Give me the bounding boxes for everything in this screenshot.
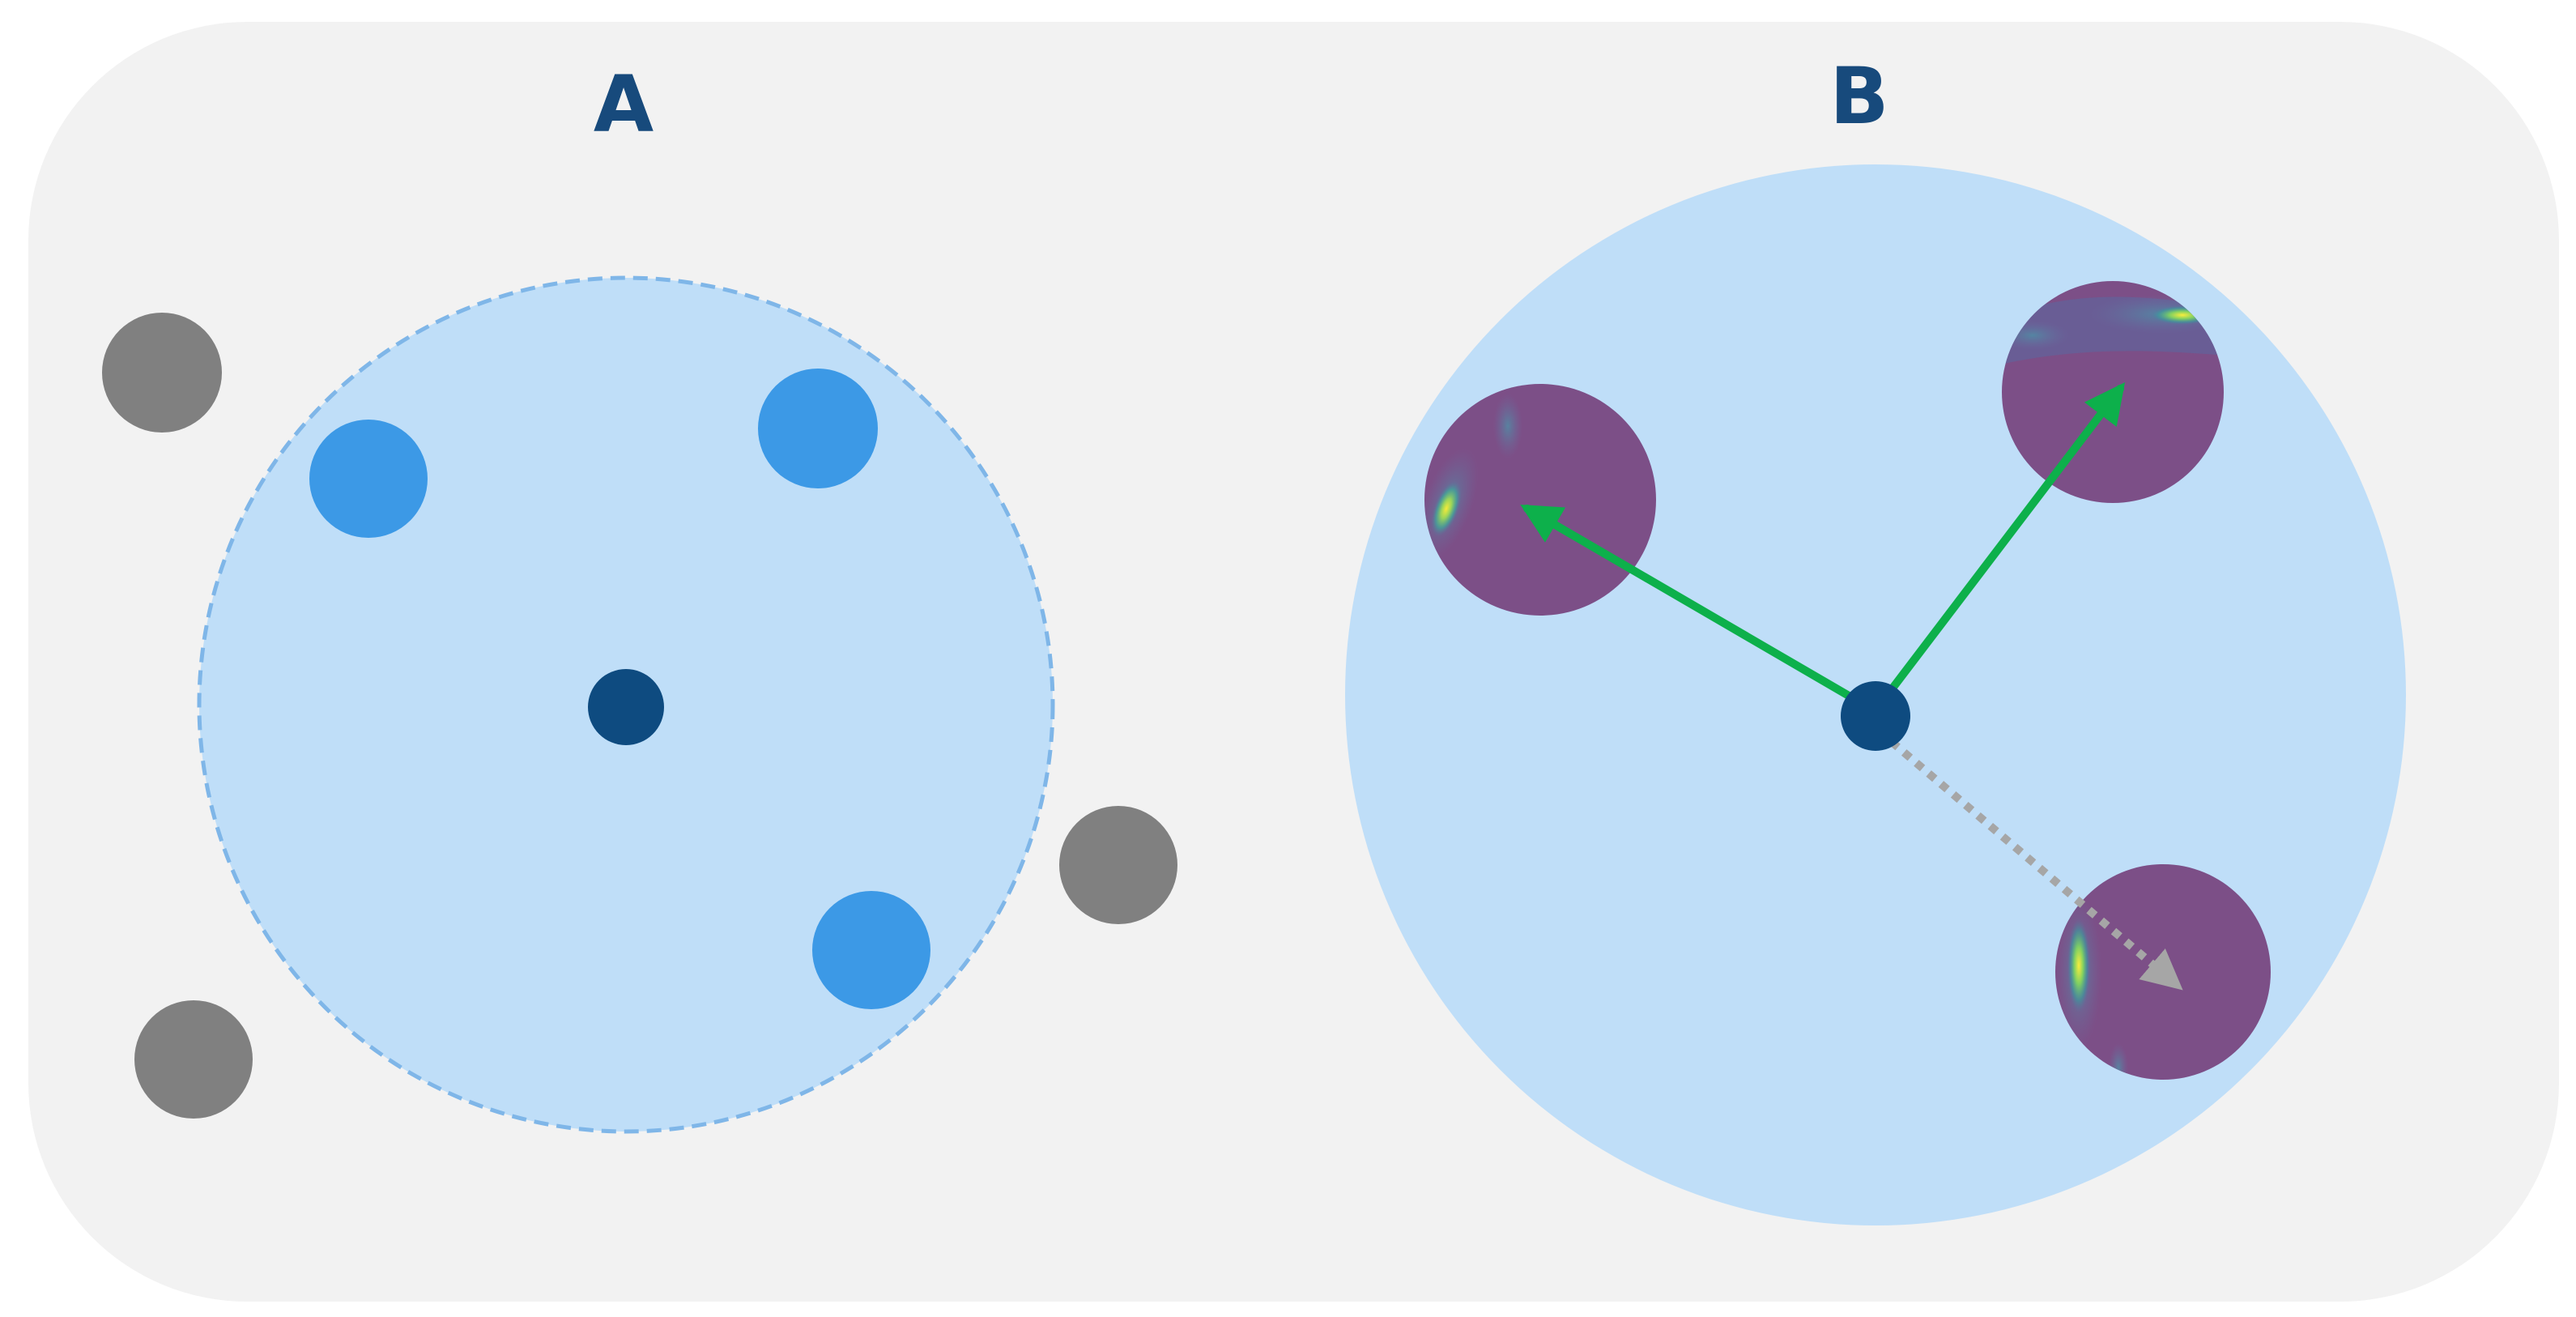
panel-b-rejected-arrow [1888,739,2183,991]
panel-a-neighbor-point-3 [812,891,930,1009]
panel-b-label: B [1829,51,1888,142]
panel-b-attention-map-1 [1424,384,1656,616]
panel-a-outside-point-2 [1059,806,1177,924]
panel-b-selected-arrow-1 [1520,504,1853,700]
panel-a-query-point [588,669,664,745]
panel-a-outside-point-3 [134,1000,253,1119]
panel-a-outside-point-1 [102,313,222,433]
panel-b-query-point [1841,681,1910,751]
panel-a-neighbor-point-2 [758,369,878,488]
panel-b-selected-arrow-2 [1888,382,2126,693]
panel-a-neighbor-point-1 [309,420,428,538]
panel-a-label: A [594,59,654,150]
